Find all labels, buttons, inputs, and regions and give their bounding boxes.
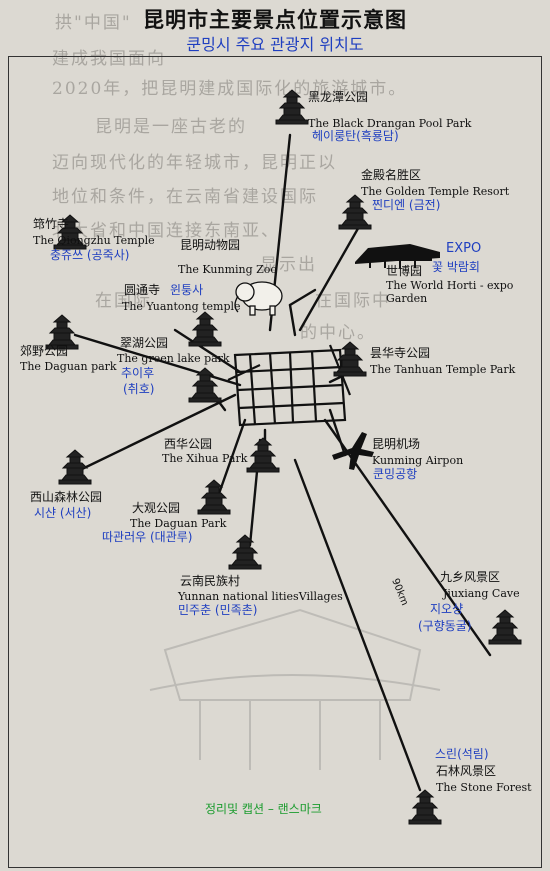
spot-green-lake-en: The green lake park	[117, 352, 230, 365]
background-illustration	[149, 608, 441, 770]
spot-golden-temple-zh: 金殿名胜区	[361, 168, 422, 182]
spot-expo-ko-title: EXPO	[446, 241, 482, 256]
background-text: 昆明是一座古老的	[95, 117, 247, 137]
spot-daguan-ko: 따관러우 (대관루)	[102, 530, 193, 544]
spot-xishan-zh: 西山森林公园	[30, 490, 103, 504]
spot-tanhua-en: The Tanhuan Temple Park	[370, 363, 516, 376]
spot-yuantong-en: The Yuantong temple	[122, 300, 241, 313]
background-text: 北大省和中国连接东南亚、	[52, 221, 280, 241]
spot-airport-ko: 쿤밍공항	[373, 467, 418, 481]
spot-expo-zh: 世博园	[386, 264, 423, 278]
road-distance-label: 90km	[389, 577, 410, 607]
background-text: 的中心。	[300, 323, 376, 343]
spot-green-lake-ko: 추이후	[121, 366, 155, 380]
pagoda-icon	[45, 314, 79, 350]
spot-expo-ko: 꽃 박람회	[432, 260, 480, 274]
spot-xihua-en: The Xihua Park	[162, 452, 248, 465]
pagoda-icon	[197, 479, 231, 515]
spot-jiaoye-en: The Daguan park	[20, 360, 117, 373]
spot-heilongtan-zh: 黑龙潭公园	[308, 90, 369, 104]
pagoda-icon	[228, 534, 262, 570]
spot-heilongtan-en: The Black Drangan Pool Park	[308, 117, 472, 130]
spot-yuantong-zh: 圆通寺	[124, 283, 161, 297]
credit-caption: 정리및 캡션 – 랜스마크	[205, 802, 322, 816]
pagoda-icon	[333, 341, 367, 377]
airplane-icon	[332, 432, 374, 470]
spot-airport-en: Kunming Airpon	[372, 454, 464, 467]
city-grid	[227, 344, 352, 427]
spot-green-lake-zh: 翠湖公园	[120, 336, 169, 350]
pagoda-icon	[53, 214, 87, 250]
map-title: 昆明市主要景点位置示意图	[143, 7, 407, 32]
spot-jiuxiang-ko2: (구향동굴)	[418, 619, 472, 633]
background-text: 2020年，把昆明建成国际化的旅游城市。	[52, 79, 408, 99]
pagoda-icon	[488, 609, 522, 645]
spot-expo-en: The World Horti - expo Garden	[386, 279, 514, 305]
pagoda-icon	[275, 89, 309, 125]
background-text: 拱"中国"	[55, 13, 132, 33]
pagoda-icon	[188, 367, 222, 403]
spot-daguan-en: The Daguan Park	[130, 517, 227, 530]
spot-jiaoye-zh: 郊野公园	[20, 344, 69, 358]
background-text: 在国际中	[315, 291, 391, 311]
spot-qiongzhu-en: The Qiongzhu Temple	[33, 234, 155, 247]
pagoda-icon	[408, 789, 442, 825]
pagoda-icon	[188, 311, 222, 347]
elephant-icon	[234, 281, 283, 316]
map-frame	[8, 56, 542, 868]
spot-daguan-zh: 大观公园	[132, 501, 181, 515]
spot-minzu-ko: 민주춘 (민족촌)	[178, 603, 258, 617]
spot-stone-forest-ko: 스린(석림)	[435, 747, 489, 761]
background-text: 显示出	[260, 255, 317, 275]
spot-qiongzhu-ko: 충쥬쓰 (공죽사)	[50, 248, 130, 262]
spot-airport-zh: 昆明机场	[372, 437, 421, 451]
spot-heilongtan-ko: 헤이룽탄(흑룡담)	[312, 129, 399, 143]
background-text: 建成我国面向	[52, 49, 166, 69]
spot-minzu-zh: 云南民族村	[180, 574, 241, 588]
spot-tanhua-zh: 昙华寺公园	[370, 346, 431, 360]
spot-green-lake-ko2: (취호)	[123, 382, 155, 396]
spot-stone-forest-en: The Stone Forest	[436, 781, 532, 794]
spot-jiuxiang-ko: 지오샹	[430, 602, 464, 616]
spot-golden-temple-en: The Golden Temple Resort	[361, 185, 510, 198]
spot-zoo-zh: 昆明动物园	[180, 238, 241, 252]
spot-jiuxiang-zh: 九乡风景区	[440, 570, 501, 584]
expo-building-icon	[355, 244, 440, 268]
pagoda-icon	[338, 194, 372, 230]
spot-stone-forest-zh: 石林风景区	[436, 764, 497, 778]
background-text: 地位和条件，在云南省建设国际	[52, 187, 318, 207]
spot-minzu-en: Yunnan national litiesVillages	[178, 590, 343, 603]
background-text: 迈向现代化的年轻城市，昆明正以	[52, 153, 337, 173]
pagoda-icons	[45, 89, 522, 825]
background-text: 在国际	[95, 291, 152, 311]
spot-qiongzhu-zh: 筇竹寺	[33, 217, 70, 231]
spot-xishan-ko: 시샨 (서산)	[34, 506, 92, 520]
pagoda-icon	[246, 437, 280, 473]
spot-jiuxiang-en: Jiuxiang Cave	[443, 587, 520, 600]
map-subtitle: 쿤밍시 주요 관광지 위치도	[186, 35, 364, 54]
spot-yuantong-ko: 윈퉁사	[170, 283, 204, 297]
pagoda-icon	[58, 449, 92, 485]
spot-zoo-en: The Kunming Zoo	[178, 263, 278, 276]
spot-xihua-zh: 西华公园	[164, 437, 213, 451]
spot-golden-temple-ko: 찐디엔 (금전)	[372, 198, 441, 212]
